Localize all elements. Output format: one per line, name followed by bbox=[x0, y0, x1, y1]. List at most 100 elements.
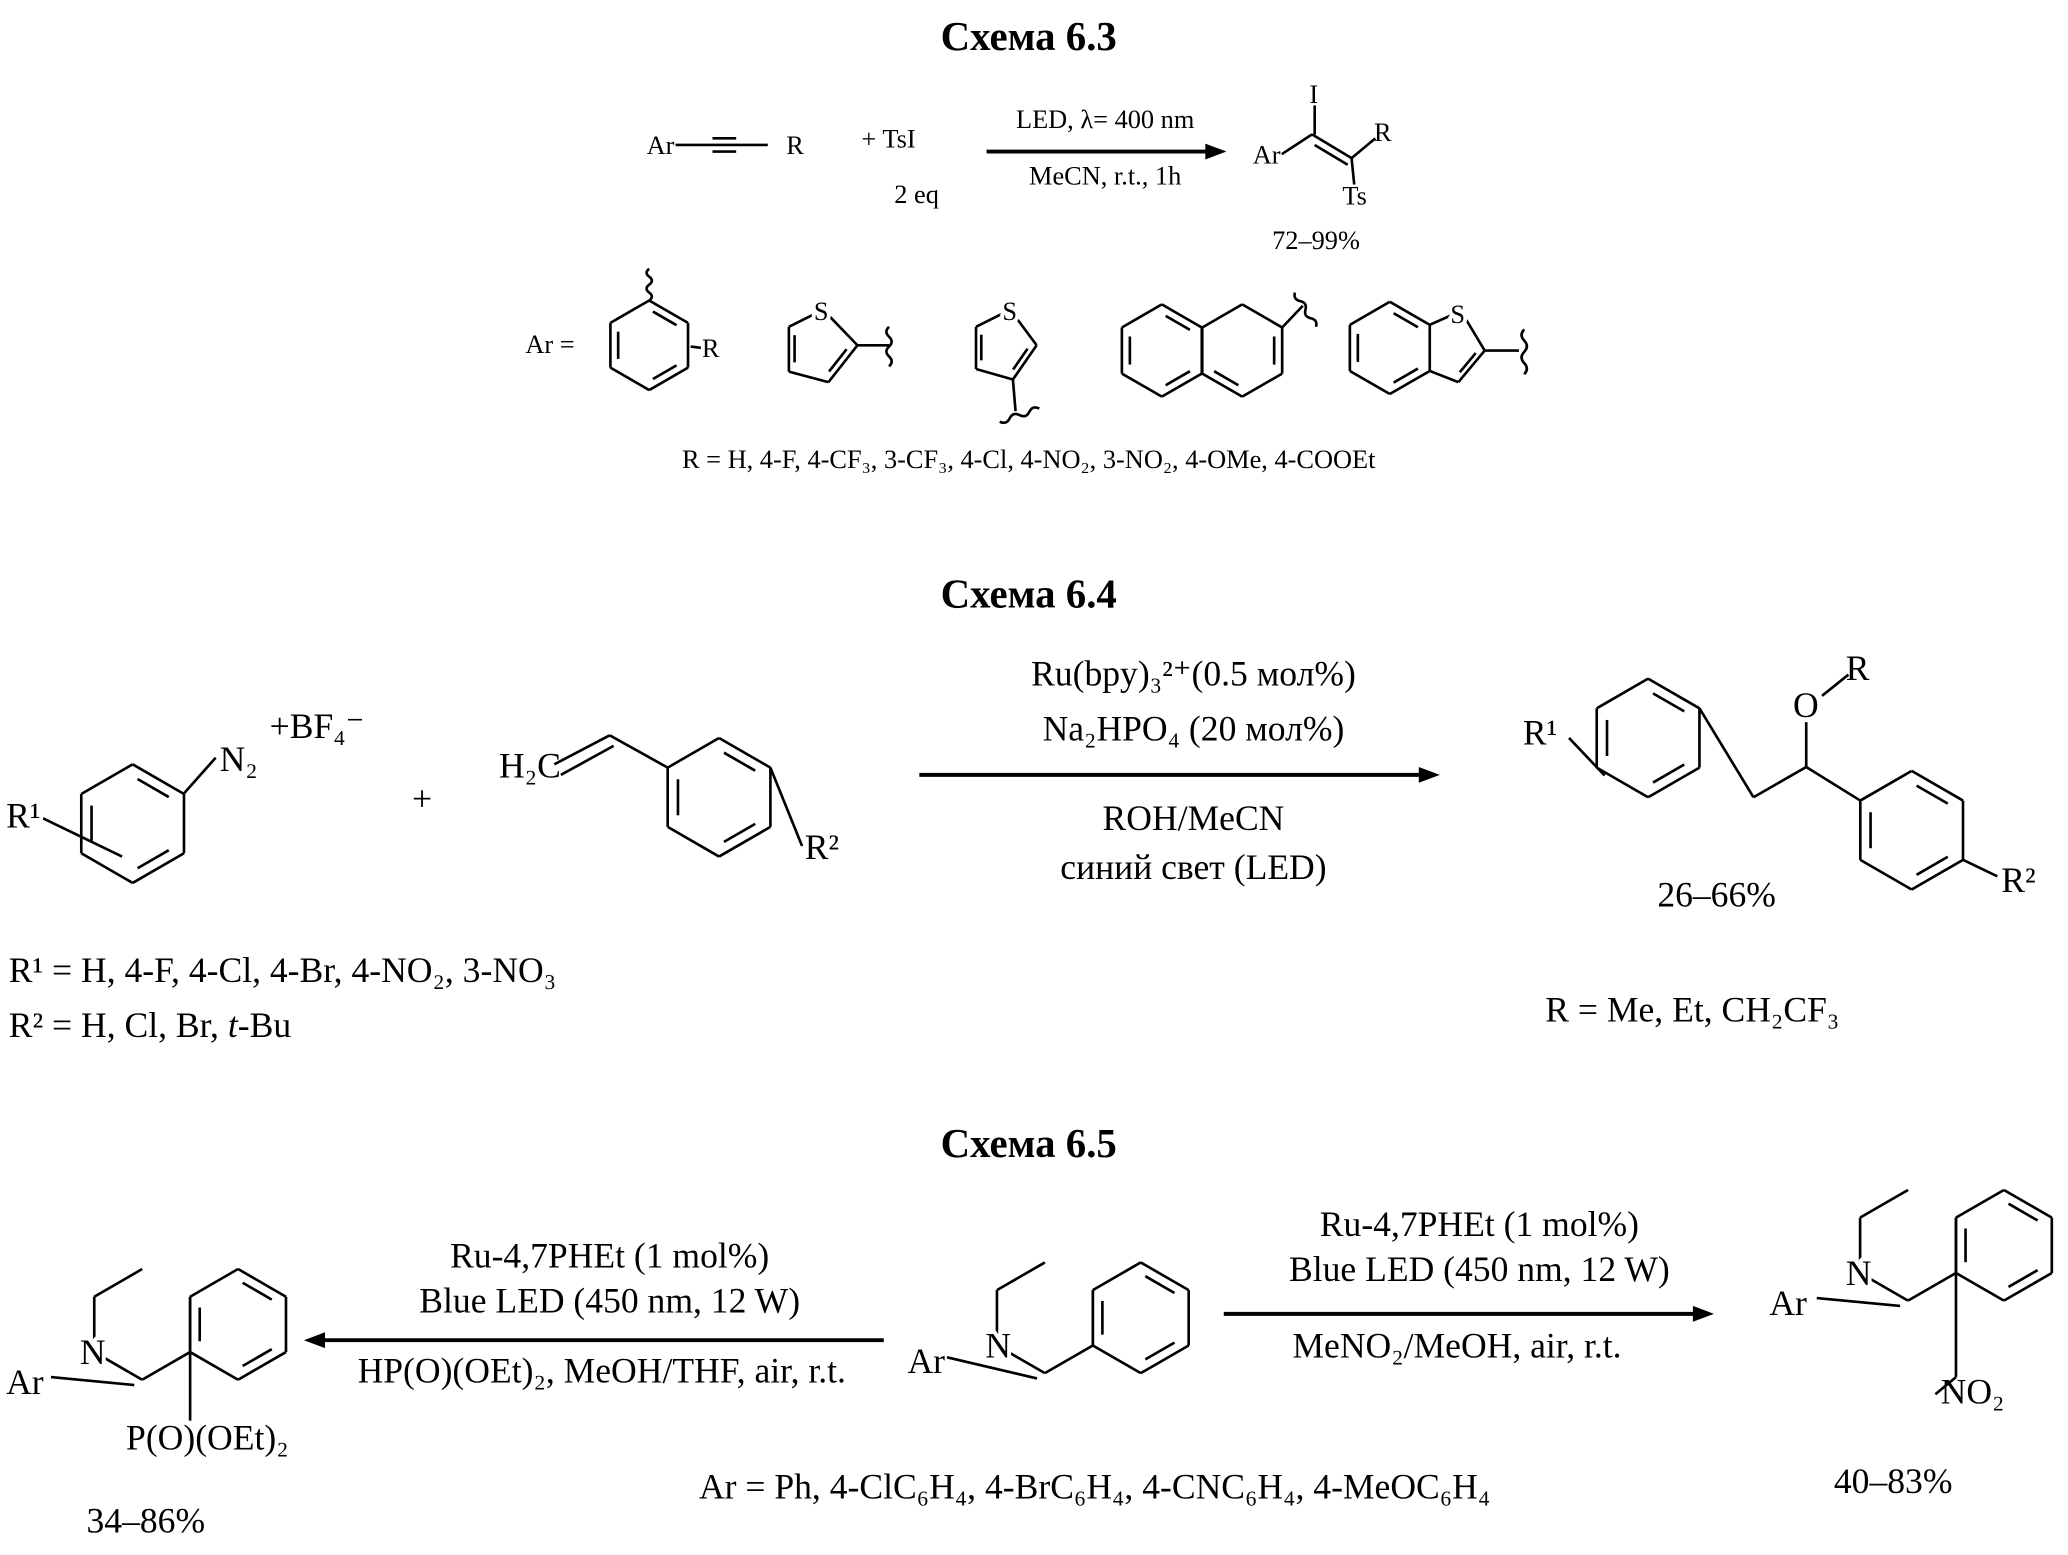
product-ring-bond bbox=[1859, 769, 1913, 802]
thiq-left-aromatic-ring-bond bbox=[189, 1267, 239, 1298]
thiq-left-aliphatic-ring-bond bbox=[93, 1350, 143, 1381]
thiq-right-aliphatic-ring-bond bbox=[1859, 1271, 1909, 1302]
benzothiophene-ring-double-bond bbox=[1392, 367, 1419, 384]
product-ring-bond bbox=[1647, 766, 1701, 799]
product-i-label: I bbox=[1309, 80, 1318, 109]
wavy-bond-icon bbox=[1520, 328, 1529, 376]
thiophene-s-label: S bbox=[814, 297, 829, 326]
conditions-below: MeCN, r.t., 1h bbox=[1029, 161, 1181, 190]
naphthalene-ring-bond bbox=[1121, 303, 1163, 329]
product-ring-double-bond bbox=[1915, 784, 1949, 805]
left-yield-label: 34–86% bbox=[87, 1501, 206, 1541]
bond bbox=[1934, 1376, 1957, 1396]
plus-sign: + bbox=[412, 778, 432, 818]
r1-bond bbox=[39, 815, 123, 858]
conditions-solvent: ROH/MeCN bbox=[1103, 798, 1285, 838]
thiq-right-aromatic-ring-bond bbox=[2003, 1271, 2053, 1302]
benzothiophene-ring-bond bbox=[1459, 310, 1486, 352]
scheme-6-5: Схема 6.5 Ru-4,7PHEt (1 mol%) Blue LED (… bbox=[6, 1121, 2004, 1541]
product-ring-bond bbox=[1859, 858, 1913, 891]
conditions-above: LED, λ= 400 nm bbox=[1016, 105, 1195, 134]
scheme-6-4: Схема 6.4 R¹ N₂ +BF₄⁻ + H₂C R² Ru(bpy)₃²… bbox=[2, 572, 2036, 1046]
center-ar-label: Ar bbox=[907, 1341, 945, 1381]
product-bond bbox=[1350, 158, 1356, 185]
wavy-bond-icon bbox=[645, 267, 654, 302]
right-yield-label: 40–83% bbox=[1834, 1461, 1953, 1501]
styrene-ring-double-bond bbox=[723, 751, 756, 772]
product-ring-bond bbox=[1647, 677, 1701, 710]
r2-label: R² bbox=[805, 827, 839, 867]
bond bbox=[1281, 304, 1304, 329]
thiq-center-aromatic-ring-bond bbox=[1092, 1261, 1142, 1292]
reactant-ar-label: Ar bbox=[647, 131, 675, 160]
naphthalene-ring-bond bbox=[1241, 303, 1283, 329]
benzothiophene-ring-bond bbox=[1349, 300, 1391, 326]
aryl-r-label: R bbox=[702, 334, 720, 363]
thiq-center-aliphatic-ring-bond bbox=[996, 1344, 1046, 1375]
right-conditions-catalyst: Ru-4,7PHEt (1 mol%) bbox=[1320, 1204, 1639, 1244]
wavy-bond-icon bbox=[1293, 292, 1318, 328]
naphthalene-ring-double-bond bbox=[1213, 370, 1240, 387]
naphthalene-ring-bond bbox=[1201, 303, 1243, 329]
ar-definition-label: Ar = bbox=[525, 330, 574, 359]
thiq-left-aromatic-ring-bond bbox=[237, 1267, 287, 1298]
benzene-ring-bond bbox=[131, 763, 185, 796]
yield-label: 26–66% bbox=[1657, 875, 1776, 915]
thiq-right-aliphatic-ring-bond bbox=[1907, 1271, 1957, 1302]
bond bbox=[1752, 765, 1807, 799]
product-o-label: O bbox=[1793, 685, 1819, 725]
bond bbox=[1821, 673, 1850, 697]
benzothiophene-ring-bond bbox=[1457, 349, 1486, 384]
product-r2-label: R² bbox=[2001, 860, 2035, 900]
n-ar-bond bbox=[946, 1356, 1038, 1380]
r-substituent-list: R = Me, Et, CH₂CF₃ bbox=[1545, 989, 1839, 1029]
reaction-arrow-head bbox=[1418, 766, 1440, 783]
thiophene-ring-bond bbox=[822, 308, 859, 347]
n2-label: N₂ bbox=[220, 739, 258, 779]
thiophene-3-ring-bond bbox=[1011, 344, 1038, 381]
right-conditions-reagents: MeNO₂/MeOH, air, r.t. bbox=[1292, 1325, 1621, 1365]
naphthalene-ring-bond bbox=[1161, 303, 1203, 329]
thiq-right-aromatic-ring-bond bbox=[2003, 1188, 2053, 1219]
bf4-counterion: +BF₄⁻ bbox=[270, 706, 365, 746]
phenyl-ring-bond bbox=[648, 366, 689, 392]
thiophene-3-ring-bond bbox=[1009, 308, 1038, 347]
no2-label: NO₂ bbox=[1941, 1371, 2005, 1411]
wavy-bond-icon bbox=[999, 406, 1040, 425]
r1-bond bbox=[1568, 737, 1606, 777]
naphthalene-ring-double-bond bbox=[1165, 370, 1191, 387]
reaction-arrow-head bbox=[1205, 143, 1227, 160]
r-bond bbox=[690, 345, 703, 350]
product-bond bbox=[1350, 137, 1377, 160]
product-bond bbox=[1281, 133, 1313, 156]
conditions-base: Na₂HPO₄ (20 мол%) bbox=[1043, 709, 1345, 749]
thiophene-ring-bond bbox=[827, 344, 859, 383]
thiq-right-aromatic-ring-bond bbox=[1955, 1188, 2005, 1219]
benzene-ring-bond bbox=[80, 763, 134, 796]
thiophene-3-ring-bond bbox=[975, 367, 1014, 381]
product-ar-label: Ar bbox=[1253, 140, 1281, 169]
tsi-reagent: + TsI bbox=[861, 125, 915, 154]
left-conditions-reagents: HP(O)(OEt)₂, MeOH/THF, air, r.t. bbox=[358, 1350, 846, 1390]
product-ring-double-bond bbox=[1652, 763, 1685, 784]
scheme-title: Схема 6.5 bbox=[941, 1121, 1117, 1166]
r-substituent-list: R = H, 4-F, 4-CF₃, 3-CF₃, 4-Cl, 4-NO₂, 3… bbox=[682, 445, 1376, 474]
phenyl-ring-bond bbox=[648, 299, 689, 325]
vinyl-double-bond bbox=[560, 744, 615, 777]
benzothiophene-ring-bond bbox=[1389, 369, 1431, 396]
bond bbox=[1698, 707, 1755, 798]
n-ar-bond bbox=[1816, 1296, 1901, 1308]
thiq-center-aliphatic-ring-bond bbox=[996, 1261, 1046, 1292]
conditions-light: синий свет (LED) bbox=[1060, 847, 1326, 887]
phenyl-ring-double-bond bbox=[652, 364, 678, 381]
left-conditions-light: Blue LED (450 nm, 12 W) bbox=[419, 1281, 800, 1321]
thiq-center-aromatic-ring-double-bond bbox=[1144, 1275, 1176, 1295]
bond bbox=[609, 734, 669, 769]
left-ar-label: Ar bbox=[6, 1362, 44, 1402]
conditions-catalyst: Ru(bpy)₃²⁺(0.5 мол%) bbox=[1031, 653, 1356, 693]
thiq-right-aromatic-ring-double-bond bbox=[2007, 1268, 2039, 1289]
ar-substituent-list: Ar = Ph, 4-ClC₆H₄, 4-BrC₆H₄, 4-CNC₆H₄, 4… bbox=[699, 1466, 1490, 1506]
benzothiophene-ring-bond bbox=[1389, 300, 1431, 326]
n-ar-bond bbox=[50, 1375, 135, 1387]
